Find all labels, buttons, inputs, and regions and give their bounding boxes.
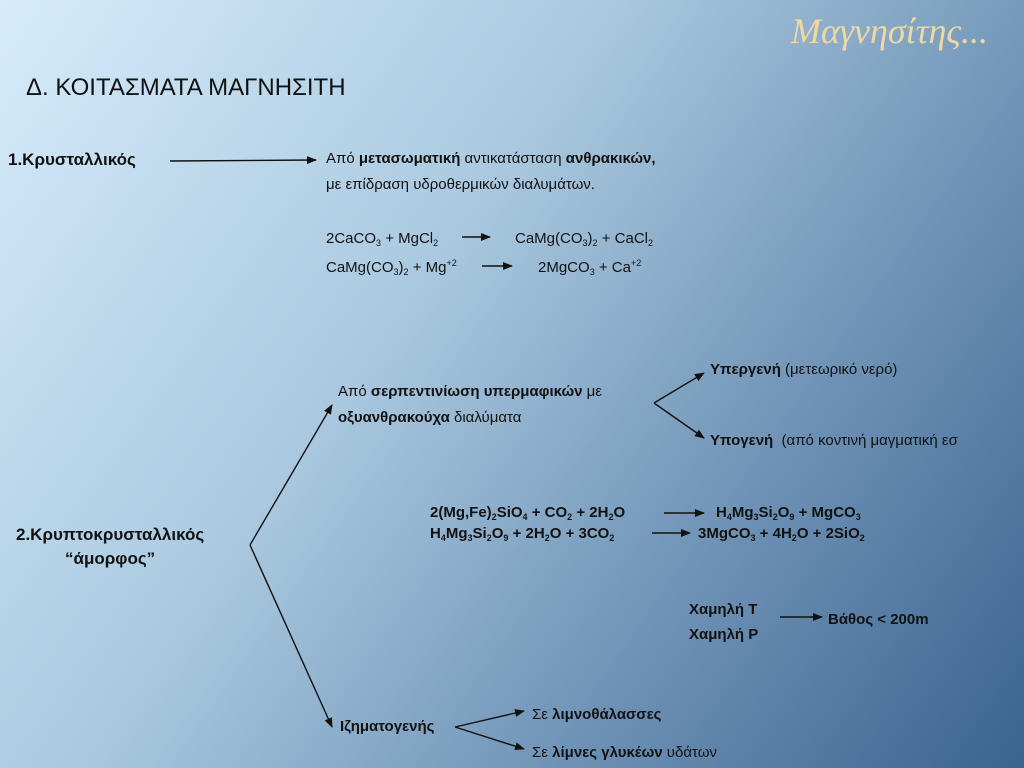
- reaction2-products: 3MgCO3 + 4H2O + 2SiO2: [698, 525, 865, 543]
- depth-condition: Βάθος < 200m: [828, 611, 929, 628]
- low-temperature: Χαμηλή T: [689, 601, 758, 618]
- arrow-lagoons: [454, 709, 525, 728]
- reaction2-reactants: H4Mg3Si2O9 + 2H2O + 3CO2: [430, 525, 615, 543]
- reaction1-reactants: 2(Mg,Fe)2SiO4 + CO2 + 2H2O: [430, 504, 626, 522]
- eq2-reactants: CaMg(CO3)2 + Mg+2: [326, 258, 457, 277]
- conditions: Χαμηλή T Χαμηλή P: [689, 597, 758, 647]
- lagoons-text: Σε λιμνοθάλασσες: [532, 706, 662, 723]
- arrow-to-sedimentary: [249, 544, 333, 728]
- crystalline-label: 1.Κρυσταλλικός: [8, 150, 136, 169]
- slide-title: Μαγνησίτης...: [790, 11, 988, 51]
- hypergenic-text: Υπεργενή (μετεωρικό νερό): [710, 361, 898, 378]
- serpentinization-line1: Από σερπεντινίωση υπερμαφικών με: [338, 383, 602, 400]
- eq1-products: CaMg(CO3)2 + CaCl2: [515, 230, 653, 248]
- arrow-crystalline: [169, 156, 317, 165]
- serpentinization-text: Από σερπεντινίωση υπερμαφικών με οξυανθρ…: [338, 379, 602, 431]
- arrow-hypogenic: [653, 402, 705, 439]
- lakes-text: Σε λίμνες γλυκέων υδάτων: [532, 744, 717, 761]
- crystalline-description: Από μετασωματική αντικατάσταση ανθρακικώ…: [326, 146, 656, 198]
- cryptocrystalline-label-line1: 2.Κρυπτοκρυσταλλικός: [16, 525, 205, 544]
- cryptocrystalline-label-line2: “άμορφος”: [65, 549, 156, 568]
- cryptocrystalline-label: 2.Κρυπτοκρυσταλλικός “άμορφος”: [16, 523, 204, 571]
- sedimentary-label: Ιζηματογενής: [340, 718, 435, 735]
- arrow-lakes: [454, 726, 525, 751]
- eq2-products: 2MgCO3 + Ca+2: [538, 258, 642, 277]
- arrow-to-serpentinization: [249, 404, 333, 546]
- serpentinization-line2: οξυανθρακούχα διαλύματα: [338, 409, 522, 426]
- section-heading: Δ. ΚΟΙΤΑΣΜΑΤΑ ΜΑΓΝΗΣΙΤΗ: [26, 74, 346, 101]
- eq1-reactants: 2CaCO3 + MgCl2: [326, 230, 439, 248]
- hypogenic-text: Υπογενή (από κοντινή μαγματική εσ: [710, 432, 958, 449]
- crystalline-line2: με επίδραση υδροθερμικών διαλυμάτων.: [326, 176, 595, 193]
- arrow-hypergenic: [653, 372, 705, 404]
- low-pressure: Χαμηλή P: [689, 626, 759, 643]
- reaction1-products: H4Mg3Si2O9 + MgCO3: [716, 504, 861, 522]
- crystalline-line1: Από μετασωματική αντικατάσταση ανθρακικώ…: [326, 150, 656, 167]
